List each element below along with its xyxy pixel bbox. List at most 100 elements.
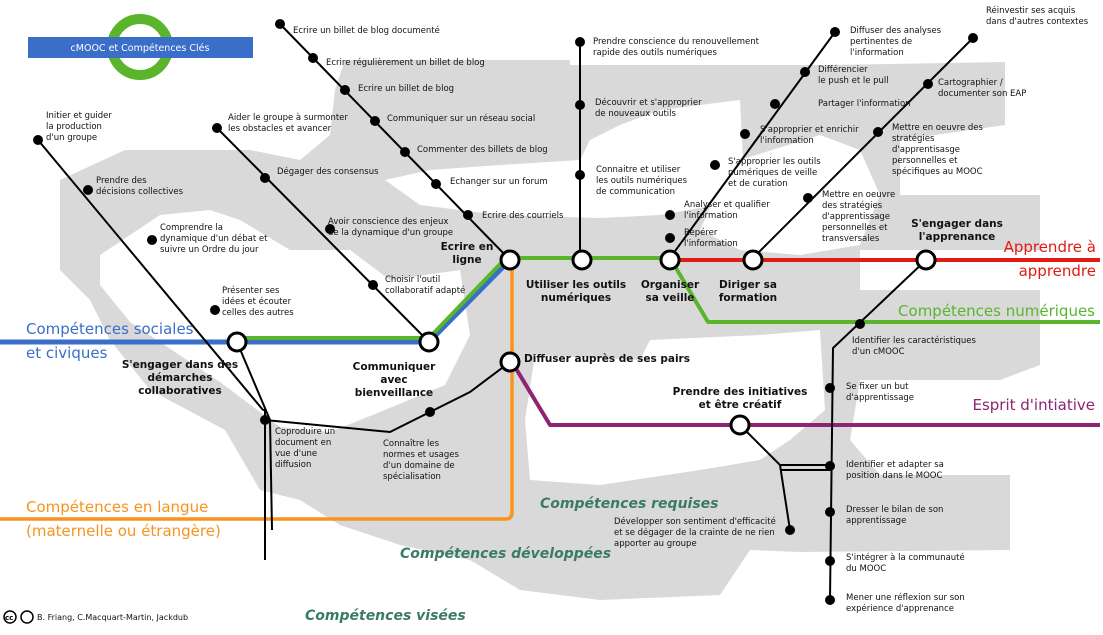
credits: cc B. Friang, C.Macquart-Martin, Jackdub (3, 610, 188, 624)
stop-aider (212, 123, 222, 133)
stop-label-blog: Ecrire un billet de blog (358, 84, 454, 94)
stop-courriels (463, 210, 473, 220)
station-diriger_formation (742, 249, 764, 271)
stop-differencier (800, 67, 810, 77)
stop-identifier_carac (855, 319, 865, 329)
stop-efficacite (785, 525, 795, 535)
stops-layer (33, 19, 978, 605)
page-title: cMOOC et Compétences Clés (71, 43, 210, 54)
stop-approprier_outils (710, 160, 720, 170)
title-badge: cMOOC et Compétences Clés (28, 14, 253, 80)
stop-initier (33, 135, 43, 145)
line-initiative (510, 360, 1100, 427)
stop-prendre_conscience (575, 37, 585, 47)
stop-presenter (210, 305, 220, 315)
stop-decisions (83, 185, 93, 195)
stop-label-degager: Dégager des consensus (277, 166, 379, 177)
line-langue (0, 265, 514, 521)
stop-blog_documente (275, 19, 285, 29)
stop-strategies_transv (803, 193, 813, 203)
stop-analyser (665, 210, 675, 220)
stop-coproduire (260, 415, 270, 425)
stop-label-courriels: Ecrire des courriels (482, 211, 564, 221)
stop-label-blog_documente: Ecrire un billet de blog documenté (293, 25, 440, 36)
stop-label-forum: Echanger sur un forum (450, 177, 548, 187)
line-sociales (0, 260, 510, 345)
stop-reflexion (825, 595, 835, 605)
stop-diffuser_analyses (830, 27, 840, 37)
stop-label-partager: Partager l'information (818, 99, 911, 109)
category-requises: Compétences requises (540, 496, 719, 512)
stop-reinvestir (968, 33, 978, 43)
station-engager_demarches (226, 331, 248, 353)
station-communiquer (418, 331, 440, 353)
station-utiliser_outils (571, 249, 593, 271)
stop-but (825, 383, 835, 393)
line-label-numeriques: Compétences numériques (898, 302, 1095, 320)
svg-text:cc: cc (5, 614, 13, 622)
line-label-initiative: Esprit d'intiative (972, 396, 1095, 414)
stop-integrer (825, 556, 835, 566)
stop-forum (431, 179, 441, 189)
stop-degager (260, 173, 270, 183)
stop-partager (770, 99, 780, 109)
stop-avoir_conscience (325, 224, 335, 234)
stop-bilan (825, 507, 835, 517)
line-label-langue: Compétences en langue(maternelle ou étra… (26, 498, 221, 540)
stop-approprier_info (740, 129, 750, 139)
station-ecrire_ligne (499, 249, 521, 271)
by-icon (20, 610, 34, 624)
station-prendre_initiatives (729, 414, 751, 436)
stop-position (825, 461, 835, 471)
stop-comprendre (147, 235, 157, 245)
stop-label-commenter: Commenter des billets de blog (417, 145, 548, 155)
station-diffuser_pairs (499, 351, 521, 373)
stop-commenter (400, 147, 410, 157)
stop-label-cartographier: Cartographier /documenter son EAP (938, 78, 1026, 99)
stop-connaitre_outils (575, 170, 585, 180)
stop-cartographier (923, 79, 933, 89)
stop-blog (340, 85, 350, 95)
stop-blog_regulier (308, 53, 318, 63)
station-label-diffuser_pairs: Diffuser auprès de ses pairs (524, 353, 690, 365)
stop-reseau (370, 116, 380, 126)
credits-text: B. Friang, C.Macquart-Martin, Jackdub (37, 613, 188, 622)
stop-label-blog_regulier: Ecrire régulièrement un billet de blog (326, 57, 485, 68)
white-inner-regions (100, 100, 1040, 485)
cc-icon (3, 610, 17, 624)
